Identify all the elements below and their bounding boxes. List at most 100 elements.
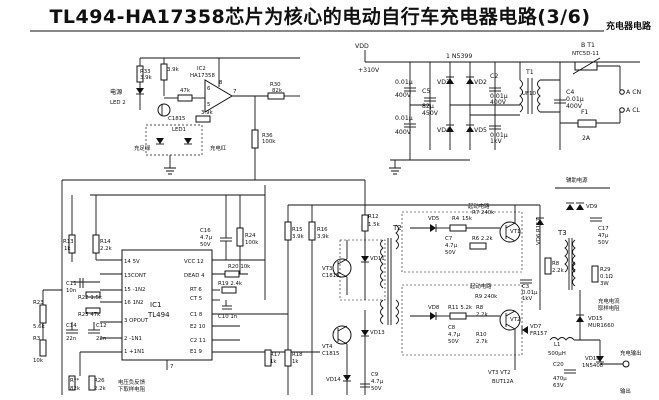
svg-text:C2 11: C2 11 (190, 338, 206, 344)
svg-text:C20: C20 (553, 362, 564, 368)
charge-output-terminal (622, 360, 630, 368)
svg-text:R16: R16 (317, 227, 328, 233)
power-switch-section: VD5 R4 15k C7 4.7μ 50V 起动电路 R7 240k R6 2… (401, 202, 565, 385)
svg-text:R9 240k: R9 240k (475, 294, 498, 300)
svg-text:VCC 12: VCC 12 (184, 259, 204, 265)
svg-text:C1815: C1815 (322, 273, 339, 279)
svg-text:C12: C12 (96, 323, 107, 329)
svg-text:L1: L1 (554, 342, 560, 348)
svg-text:15k: 15k (462, 216, 473, 222)
svg-text:VD14: VD14 (326, 377, 341, 383)
svg-text:R14: R14 (100, 239, 111, 245)
svg-text:10k: 10k (33, 358, 44, 364)
svg-text:50V: 50V (445, 250, 456, 256)
svg-text:起动电路: 起动电路 (470, 282, 492, 290)
svg-text:C16: C16 (200, 228, 211, 234)
svg-text:VD15: VD15 (588, 316, 603, 322)
svg-text:VD5: VD5 (474, 127, 487, 134)
svg-text:C14: C14 (66, 323, 77, 329)
svg-text:8: 8 (219, 80, 223, 86)
drive-section: R15 3.9k R16 3.9k R12 1.5k VT3 C1815 VD1… (264, 180, 410, 395)
svg-text:2.2k: 2.2k (552, 268, 565, 274)
svg-text:HA17358: HA17358 (190, 73, 215, 79)
svg-text:2 -1N1: 2 -1N1 (124, 336, 142, 342)
svg-text:VD16: VD16 (585, 356, 600, 362)
svg-text:6: 6 (207, 86, 211, 92)
svg-text:2.2k: 2.2k (476, 312, 489, 318)
vt3-transistor (332, 258, 352, 278)
svg-text:2.2k: 2.2k (94, 386, 107, 392)
svg-text:C3: C3 (522, 284, 529, 290)
svg-text:R13: R13 (63, 239, 74, 245)
svg-text:2.2k: 2.2k (100, 246, 113, 252)
svg-text:DEAD 4: DEAD 4 (184, 273, 205, 279)
svg-text:7: 7 (233, 89, 236, 95)
svg-text:0.01μ: 0.01μ (566, 96, 584, 103)
svg-text:82k: 82k (70, 386, 81, 392)
svg-text:VD9: VD9 (586, 204, 598, 210)
svg-text:FR157: FR157 (530, 331, 547, 337)
svg-text:R22 1.5k: R22 1.5k (78, 295, 103, 301)
svg-text:辅助电源: 辅助电源 (566, 176, 588, 184)
svg-text:UF10: UF10 (522, 91, 536, 97)
svg-text:1kV: 1kV (522, 296, 533, 302)
svg-text:C4: C4 (566, 89, 574, 96)
svg-text:4.7μ: 4.7μ (371, 379, 384, 385)
svg-text:R26: R26 (94, 378, 105, 384)
svg-text:VT3 VT2: VT3 VT2 (488, 370, 511, 376)
svg-text:C7: C7 (445, 236, 452, 242)
n5399-label: 1 N5399 (446, 53, 472, 60)
svg-text:1N5408: 1N5408 (582, 363, 604, 369)
svg-text:R4: R4 (452, 216, 460, 222)
svg-text:VD8: VD8 (428, 305, 440, 311)
svg-text:C1815: C1815 (322, 351, 339, 357)
svg-text:VD3: VD3 (437, 79, 450, 86)
svg-text:R8: R8 (552, 261, 560, 267)
svg-text:VD13: VD13 (370, 330, 385, 336)
svg-text:T3: T3 (557, 229, 567, 237)
svg-text:47k: 47k (180, 88, 191, 94)
ac-n-terminal (619, 89, 625, 95)
svg-text:0.01μ: 0.01μ (395, 115, 413, 122)
svg-text:0.01μ: 0.01μ (490, 132, 508, 139)
svg-text:VD5: VD5 (428, 216, 439, 222)
svg-text:1k: 1k (292, 359, 299, 365)
svg-text:F1: F1 (581, 109, 589, 116)
svg-text:充电红: 充电红 (210, 144, 227, 152)
svg-text:R**: R** (70, 378, 79, 384)
led1-dual (145, 124, 203, 156)
svg-text:100k: 100k (262, 139, 276, 145)
svg-text:充电电流: 充电电流 (598, 297, 620, 305)
svg-text:0.01μ: 0.01μ (522, 290, 538, 296)
vt1-transistor (499, 221, 521, 243)
fuse-f1 (577, 119, 597, 128)
svg-text:R23: R23 (33, 300, 44, 306)
page-subtitle: 充电器电路 (605, 22, 651, 32)
svg-text:VD6 R157: VD6 R157 (536, 218, 542, 245)
svg-text:IC1: IC1 (150, 301, 161, 309)
page-title: TL494-HA17358芯片为核心的电动自行车充电器电路(3/6) (49, 6, 591, 28)
svg-text:400V: 400V (566, 103, 583, 110)
svg-text:R6 2.2k: R6 2.2k (472, 236, 493, 242)
svg-text:TL494: TL494 (147, 311, 170, 319)
vt2-transistor (499, 309, 521, 331)
t2-transformer: T2 (380, 224, 402, 325)
svg-text:RT 6: RT 6 (190, 287, 202, 293)
svg-text:R33: R33 (140, 69, 151, 75)
ac-input-section: VDD +310V 1 N5399 0.01μ 400V 0.01μ 400V … (355, 42, 642, 175)
svg-text:R30: R30 (270, 82, 281, 88)
svg-text:下取样电阻: 下取样电阻 (118, 385, 146, 393)
svg-text:BUT12A: BUT12A (492, 379, 514, 385)
svg-text:400V: 400V (395, 129, 412, 136)
svg-text:C8: C8 (448, 325, 456, 331)
svg-text:取样电阻: 取样电阻 (598, 304, 620, 312)
svg-text:T1: T1 (525, 69, 534, 76)
svg-text:3.9k: 3.9k (140, 75, 153, 81)
svg-text:15 -1N2: 15 -1N2 (124, 287, 145, 293)
svg-text:R24: R24 (245, 233, 256, 239)
svg-text:3.9k: 3.9k (167, 67, 180, 73)
svg-text:VD4: VD4 (437, 127, 450, 134)
svg-text:起动电路: 起动电路 (468, 202, 490, 210)
svg-text:NTC5D-11: NTC5D-11 (572, 51, 599, 57)
